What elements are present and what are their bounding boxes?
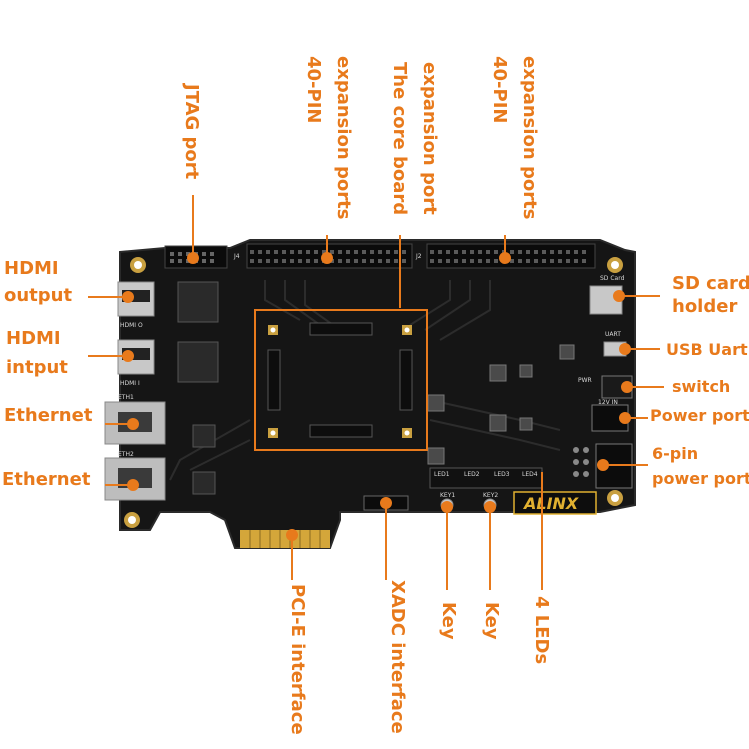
silk-led1: LED1: [434, 471, 450, 478]
label-leds: 4 LEDs: [531, 596, 552, 664]
silk-eth1: ETH1: [118, 394, 134, 401]
expansion-header-left: [246, 243, 413, 269]
silk-uart: UART: [605, 331, 621, 338]
silk-hdmi-i: HDMI I: [120, 380, 140, 387]
expansion-header-right: [426, 243, 596, 269]
label-usb-uart: USB Uart: [666, 340, 748, 359]
silk-led4: LED4: [522, 471, 538, 478]
label-hdmi-output-line1: HDMI: [4, 258, 59, 279]
chip-u2: [177, 341, 219, 383]
label-hdmi-input-line2: intput: [6, 357, 68, 378]
label-switch: switch: [672, 377, 730, 396]
chip-u1: [177, 281, 219, 323]
label-expansion-left-line2: 40-PIN: [303, 56, 324, 123]
label-expansion-left-line1: expansion ports: [333, 56, 354, 219]
label-sd-card-line2: holder: [672, 296, 737, 317]
label-six-pin-line2: power port: [652, 469, 749, 488]
silk-j2: J2: [415, 253, 422, 260]
silk-eth2: ETH2: [118, 451, 134, 458]
label-hdmi-input-line1: HDMI: [6, 328, 61, 349]
core-board-highlight: [254, 309, 428, 451]
core-board-connectors: [267, 322, 413, 438]
brand-logo-box: [513, 491, 597, 515]
label-core-board-line2: The core board: [389, 62, 410, 215]
label-core-board-line1: expansion port: [419, 62, 440, 215]
label-expansion-right-line1: expansion ports: [519, 56, 540, 219]
label-sd-card-line1: SD card: [672, 273, 749, 294]
label-hdmi-output-line2: output: [4, 285, 72, 306]
silk-sd-card: SD Card: [600, 275, 625, 282]
chip-u4: [192, 471, 216, 495]
silk-led2: LED2: [464, 471, 480, 478]
label-key-1: Key: [438, 602, 459, 640]
silk-key1: KEY1: [440, 492, 455, 499]
pcie-gold-fingers: [240, 530, 330, 548]
silk-led3: LED3: [494, 471, 510, 478]
silk-j4: J4: [233, 253, 240, 260]
silk-vin: 12V IN: [598, 399, 618, 406]
label-key-2: Key: [481, 602, 502, 640]
label-power-port: Power port: [650, 406, 749, 425]
label-ethernet-2: Ethernet: [2, 469, 91, 490]
label-expansion-right-line2: 40-PIN: [489, 56, 510, 123]
brand-logo: ALINX: [522, 494, 579, 513]
label-pcie: PCI-E interface: [287, 584, 308, 735]
silk-hdmi-o: HDMI O: [120, 322, 143, 329]
label-jtag: JTAG port: [181, 82, 202, 180]
label-xadc: XADC interface: [387, 580, 408, 734]
silk-pwr: PWR: [578, 377, 592, 384]
silk-key2: KEY2: [483, 492, 498, 499]
label-ethernet-1: Ethernet: [4, 405, 93, 426]
chip-u3: [192, 424, 216, 448]
label-six-pin-line1: 6-pin: [652, 444, 698, 463]
